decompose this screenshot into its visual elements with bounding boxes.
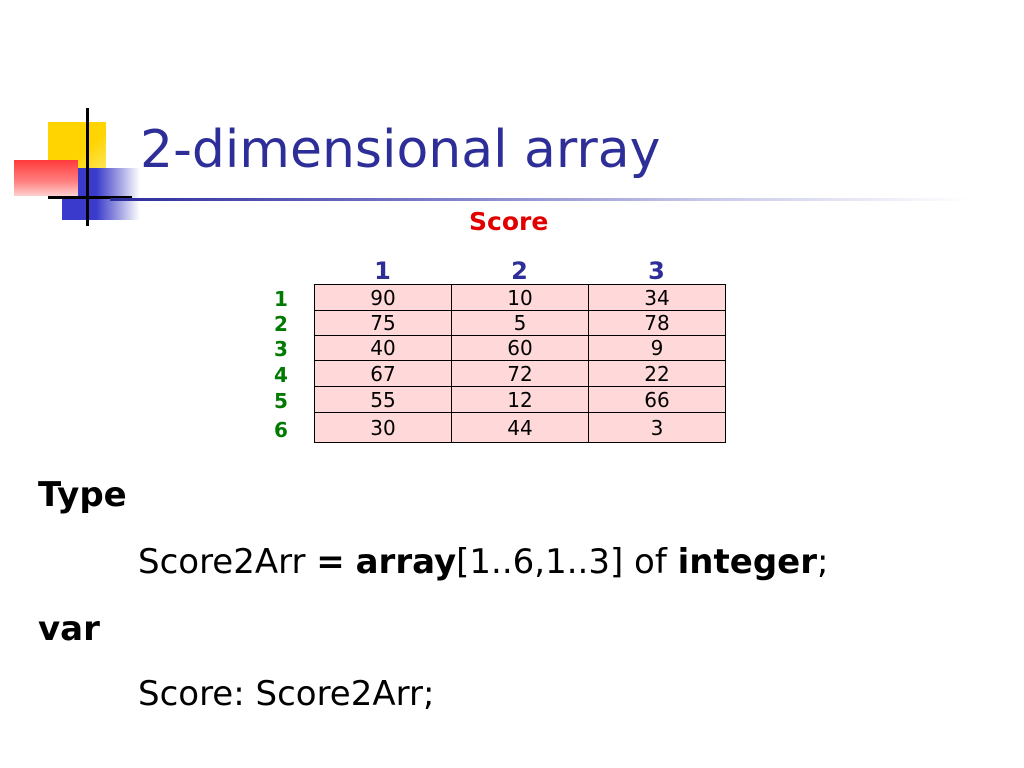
table-cell: 34 [588,284,726,311]
table-cell: 9 [588,335,726,361]
table-cell: 40 [314,335,452,361]
row-header: 5 [274,389,288,413]
table-cell: 55 [314,386,452,413]
table-row: 75 5 78 [314,310,726,336]
table-cell: 12 [451,386,589,413]
logo-red-bar [14,160,78,196]
table-cell: 5 [451,310,589,336]
column-header: 3 [648,257,665,285]
logo-horizontal-line [48,196,132,199]
row-header: 6 [274,418,288,442]
type-declaration: Score2Arr = array[1..6,1..3] of integer; [138,545,828,579]
row-header: 3 [274,337,288,361]
row-header: 1 [274,287,288,311]
var-keyword: var [38,609,100,649]
column-header: 2 [511,257,528,285]
array-keyword: array [355,542,457,582]
var-declaration: Score: Score2Arr; [138,674,435,714]
table-cell: 30 [314,412,452,443]
table-row: 90 10 34 [314,284,726,311]
row-header: 4 [274,363,288,387]
table-cell: 67 [314,360,452,387]
table-cell: 60 [451,335,589,361]
table-row: 67 72 22 [314,360,726,387]
table-row: 30 44 3 [314,412,726,443]
logo-blue-fade [96,168,140,220]
table-cell: 44 [451,412,589,443]
table-cell: 3 [588,412,726,443]
slide-title: 2-dimensional array [140,120,661,180]
table-row: 55 12 66 [314,386,726,413]
equals-sign: = [316,542,345,582]
table-cell: 78 [588,310,726,336]
logo-vertical-line [86,108,89,226]
table-cell: 10 [451,284,589,311]
score-table: 90 10 34 75 5 78 40 60 9 67 72 22 55 12 … [314,284,726,443]
table-cell: 22 [588,360,726,387]
type-keyword: Type [38,475,127,515]
table-cell: 72 [451,360,589,387]
row-header: 2 [274,312,288,336]
semicolon: ; [817,542,829,582]
type-name: Score2Arr [138,542,306,582]
element-type: integer [677,542,817,582]
table-cell: 90 [314,284,452,311]
column-header: 1 [374,257,391,285]
array-bounds: [1..6,1..3] of [456,542,667,582]
table-cell: 66 [588,386,726,413]
title-underline [110,198,970,201]
table-row: 40 60 9 [314,335,726,361]
slide-logo [0,0,140,240]
table-caption: Score [469,207,549,236]
table-cell: 75 [314,310,452,336]
